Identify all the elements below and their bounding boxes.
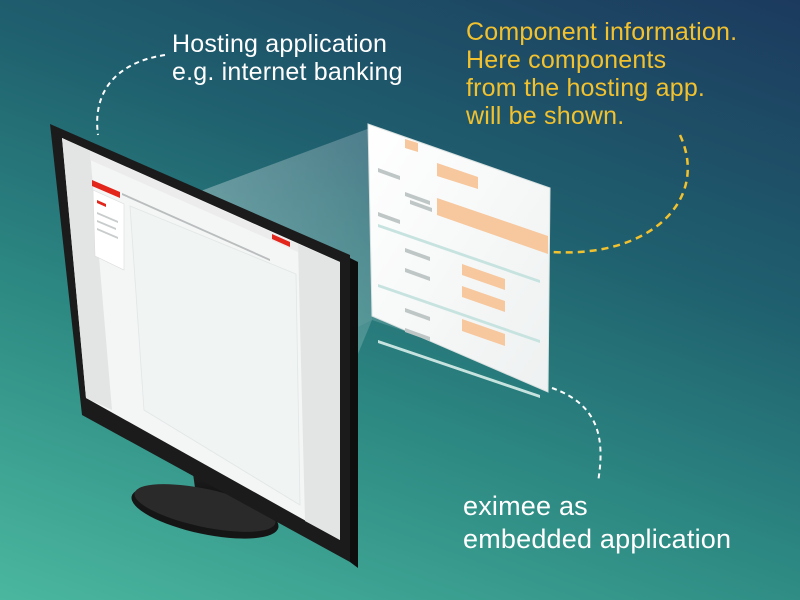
eximee-label-line-2: embedded application bbox=[463, 524, 732, 554]
component-information-label: Component information. Here components f… bbox=[466, 18, 737, 130]
hosting-application-label: Hosting application e.g. internet bankin… bbox=[172, 30, 403, 86]
component-label-line-4: will be shown. bbox=[466, 102, 625, 130]
bank-logo-icon bbox=[92, 180, 120, 198]
eximee-label-line-1: eximee as bbox=[463, 491, 588, 521]
hosting-label-line-2: e.g. internet banking bbox=[172, 58, 403, 86]
eximee-connector-line bbox=[551, 387, 602, 483]
component-label-line-1: Component information. bbox=[466, 18, 738, 46]
component-label-line-3: from the hosting app. bbox=[466, 74, 706, 102]
component-connector-line bbox=[551, 134, 689, 254]
hosting-connector-line bbox=[96, 54, 166, 136]
component-label-line-2: Here components bbox=[466, 46, 667, 74]
monitor bbox=[50, 124, 358, 568]
eximee-embedded-label: eximee as embedded application bbox=[463, 490, 731, 556]
panel-form-fields bbox=[378, 139, 548, 398]
bank-action-button-icon bbox=[272, 234, 290, 247]
embedded-component-panel bbox=[367, 123, 551, 398]
monitor-screen bbox=[62, 138, 340, 540]
hosting-label-line-1: Hosting application bbox=[172, 30, 388, 58]
